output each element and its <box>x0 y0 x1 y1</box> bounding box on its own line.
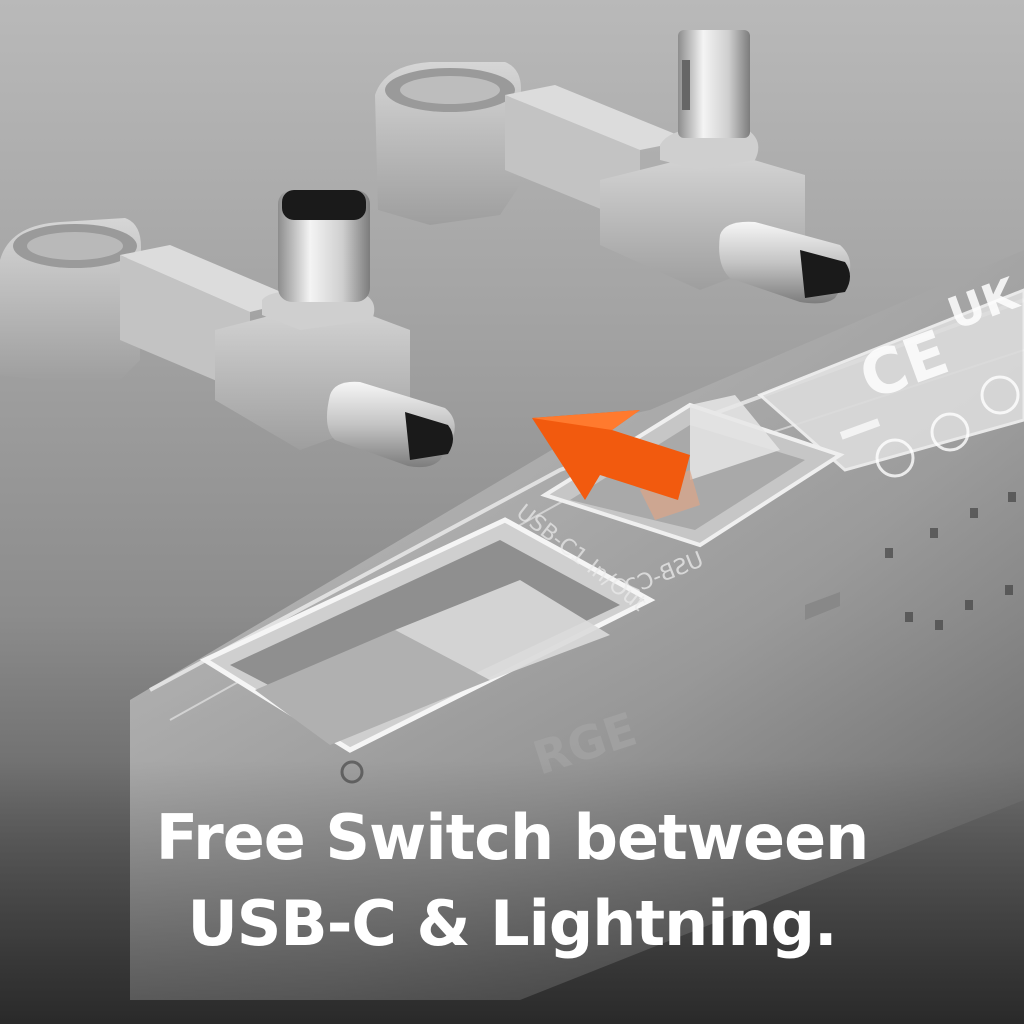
usb-c2-port <box>540 395 845 548</box>
lightning-adapter-icon <box>375 30 851 304</box>
power-bank: UK CE USB-C2 Out USB-C1 In/Ou <box>0 250 1024 1024</box>
lightning-plug <box>678 30 750 138</box>
usb-c1-port <box>199 517 656 753</box>
caption-line-2: USB-C & Lightning. <box>187 887 837 960</box>
usb-c-adapter-icon <box>0 190 455 468</box>
caption: Free Switch between USB-C & Lightning. <box>0 795 1024 967</box>
orange-arrow-icon <box>532 410 690 500</box>
caption-line-1: Free Switch between <box>155 801 870 874</box>
